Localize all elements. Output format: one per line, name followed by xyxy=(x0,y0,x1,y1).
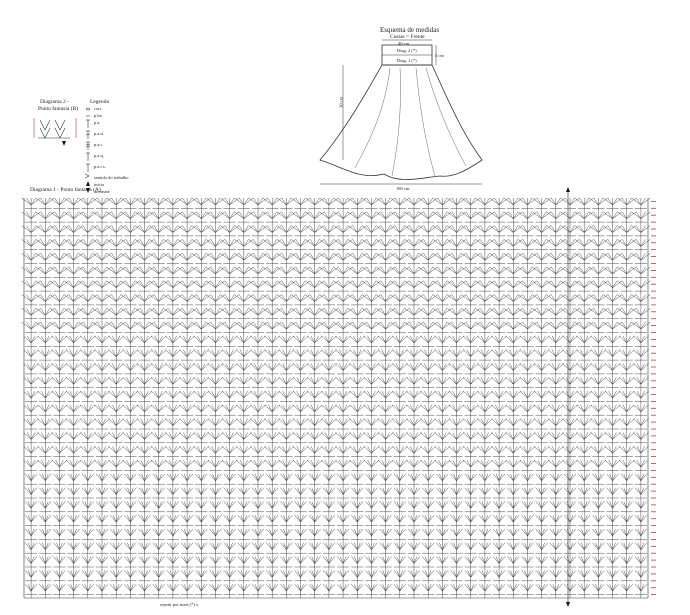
end-marker-icon xyxy=(566,187,570,192)
legend-item: p.a.d. xyxy=(94,131,104,136)
schema-top-width: 40 cm xyxy=(398,41,410,46)
legend-item: início xyxy=(94,182,105,187)
schema-subtitle: Costas = Frente xyxy=(390,34,425,40)
legend-item: p.a.t. xyxy=(94,142,103,147)
diagram1-footer: repetir por mais (*) x xyxy=(160,602,199,607)
start-marker-icon xyxy=(566,602,570,607)
legend-title: Legenda xyxy=(90,99,109,105)
legend-item: p.a.t.s. xyxy=(94,164,106,169)
legend-item: p.a.q. xyxy=(94,153,104,158)
legend-item: p.bx. xyxy=(94,113,103,118)
schema-band-label-2: Diag. 1 (*) xyxy=(397,58,417,63)
start-marker-icon xyxy=(62,141,66,146)
diagram2-title-line1: Diagrama 2 - xyxy=(40,99,70,105)
stitch-grid xyxy=(21,197,651,598)
diagram1-title: Diagrama 1 - Ponto fantasia (A) xyxy=(30,187,101,193)
legend-item: arremate xyxy=(94,189,110,194)
schema-band-label-1: Diag. 2 (*) xyxy=(397,48,417,53)
legend-item: p.a. xyxy=(94,120,101,125)
schema-waist-height: 5 cm xyxy=(435,53,444,58)
schema-hem-width: 180 cm xyxy=(396,186,410,191)
legend-item: corr. xyxy=(94,106,103,111)
diagram2-title-line2: Ponto fantasia (B) xyxy=(38,106,79,112)
legend-item: sentido do trabalho xyxy=(94,175,129,180)
schema-title: Esquema de medidas xyxy=(380,26,440,34)
pattern-frame xyxy=(23,198,649,599)
